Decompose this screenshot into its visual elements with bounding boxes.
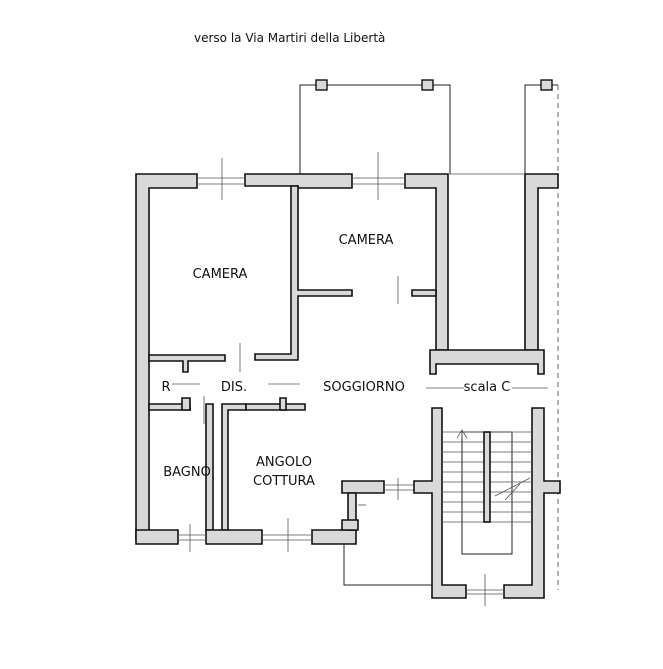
room-label-bagno: BAGNO xyxy=(163,465,211,480)
room-label-camera-left: CAMERA xyxy=(193,267,248,282)
staircase xyxy=(413,407,561,606)
room-label-angolo: ANGOLO xyxy=(256,455,312,470)
interior-walls xyxy=(148,185,545,531)
room-label-disimpegno: DIS. xyxy=(221,380,247,395)
room-label-soggiorno: SOGGIORNO xyxy=(323,380,405,395)
bottom-wall xyxy=(135,478,432,586)
door-marks xyxy=(172,276,548,424)
balcony-outline xyxy=(299,79,559,590)
room-label-camera-right: CAMERA xyxy=(339,233,394,248)
orientation-note: verso la Via Martiri della Libertà xyxy=(194,31,385,45)
top-windows xyxy=(197,152,525,200)
room-label-scala: scala C xyxy=(464,380,511,395)
room-label-cottura: COTTURA xyxy=(253,474,315,489)
room-label-ripostiglio: R xyxy=(161,380,170,395)
